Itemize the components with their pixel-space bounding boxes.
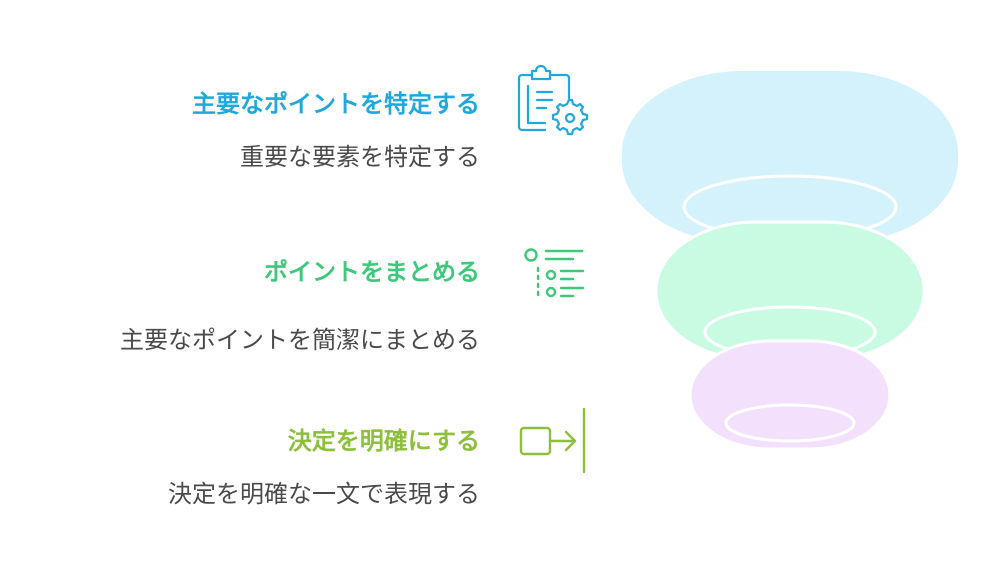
clipboard-gear-icon xyxy=(517,64,589,136)
funnel-layer-3 xyxy=(688,339,892,451)
step-1-description: 重要な要素を特定する xyxy=(240,143,480,171)
step-2-title: ポイントをまとめる xyxy=(264,258,480,286)
list-hierarchy-icon xyxy=(524,248,585,298)
step-2-description: 主要なポイントを簡潔にまとめる xyxy=(120,326,480,354)
step-3-description: 決定を明確な一文で表現する xyxy=(168,480,480,508)
funnel-layer-1 xyxy=(622,71,958,243)
funnel-layer-2 xyxy=(654,220,926,362)
funnel-layer-3-ring xyxy=(724,403,856,443)
step-3-title: 決定を明確にする xyxy=(287,427,480,455)
arrow-to-line-icon xyxy=(519,407,586,474)
step-1-title: 主要なポイントを特定する xyxy=(192,90,480,118)
